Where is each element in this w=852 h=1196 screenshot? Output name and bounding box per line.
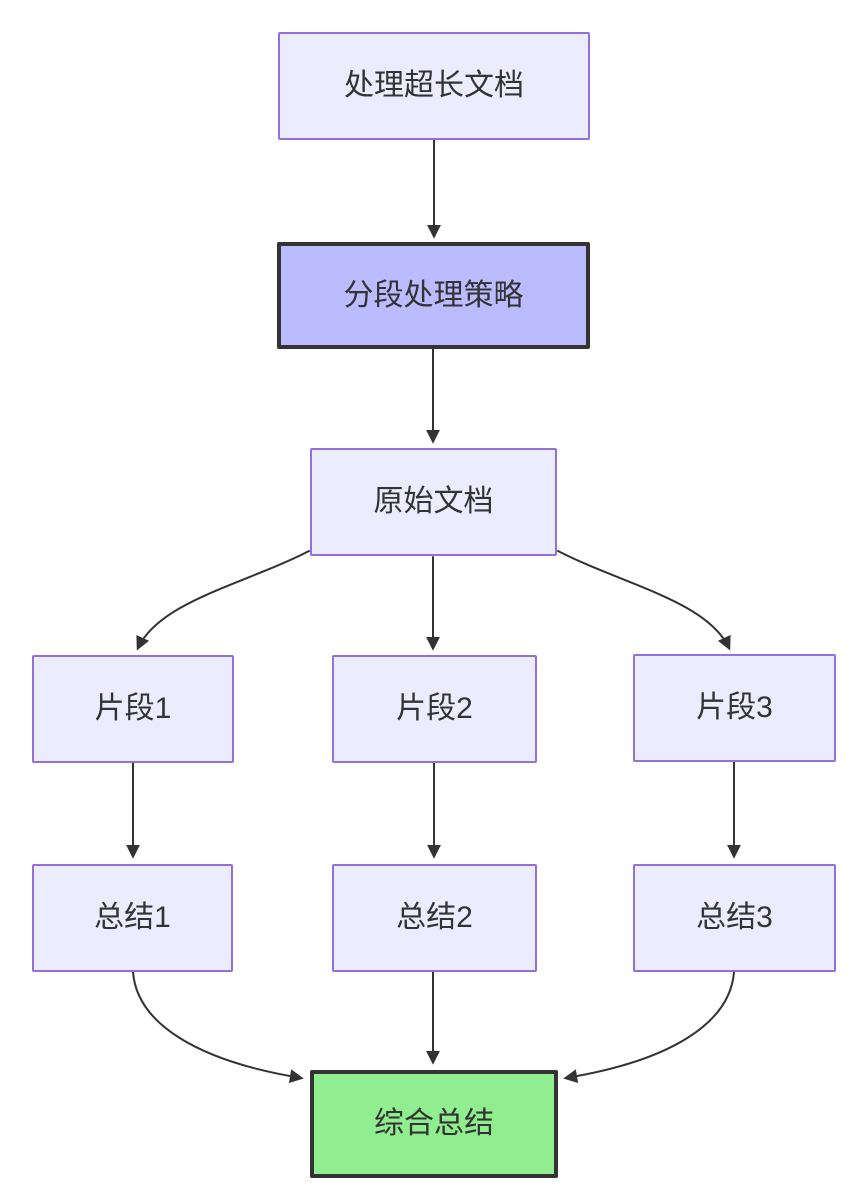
edge-e3-f (563, 971, 735, 1084)
node-original-document: 原始文档 (310, 448, 557, 556)
edge-c-d1 (136, 550, 310, 651)
node-process-long-document: 处理超长文档 (278, 32, 590, 140)
node-fragment-2: 片段2 (332, 655, 537, 763)
edge-c-d3 (557, 550, 731, 651)
node-fragment-3: 片段3 (633, 654, 836, 762)
node-segmentation-strategy: 分段处理策略 (277, 242, 590, 349)
node-summary-1: 总结1 (32, 864, 233, 972)
node-fragment-1: 片段1 (32, 655, 234, 763)
edge-e1-f (132, 971, 304, 1084)
node-summary-3: 总结3 (633, 864, 836, 972)
node-combined-summary: 综合总结 (310, 1070, 558, 1178)
node-summary-2: 总结2 (332, 864, 537, 972)
